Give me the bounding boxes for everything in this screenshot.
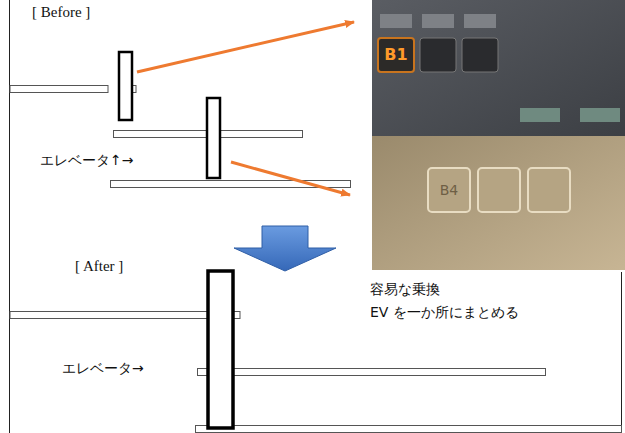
photo-panel	[372, 0, 625, 136]
platform	[10, 86, 108, 93]
button	[478, 168, 520, 212]
elevator-shaft	[207, 98, 220, 178]
button-plate	[380, 14, 412, 28]
section-heading: [ After ]	[75, 257, 123, 275]
button-label: B1	[384, 45, 407, 64]
note-text: EV を一か所にまとめる	[370, 304, 519, 321]
photo-panel	[372, 136, 625, 270]
button-plate	[580, 108, 620, 122]
button	[462, 38, 498, 72]
button	[428, 168, 470, 212]
button	[420, 38, 456, 72]
elevator-note: エレベータ↑→	[40, 152, 133, 169]
button	[528, 168, 570, 212]
frame-line	[621, 272, 622, 433]
elevator-shaft	[119, 52, 132, 120]
pointer-arrow	[231, 162, 350, 195]
elevator-note: エレベータ→	[62, 360, 144, 377]
button-plate	[520, 108, 560, 122]
platform	[196, 426, 622, 433]
button-plate	[422, 14, 454, 28]
button	[378, 38, 414, 72]
transition-arrow	[234, 226, 336, 271]
section-heading: [ Before ]	[32, 3, 90, 21]
button-plate	[464, 14, 496, 28]
elevator-shaft	[208, 271, 233, 428]
note-text: 容易な乗換	[370, 281, 440, 298]
pointer-arrow	[137, 22, 354, 72]
platform	[198, 369, 546, 376]
platform	[10, 312, 240, 319]
frame-line	[9, 0, 10, 433]
button-label: B4	[440, 182, 459, 199]
